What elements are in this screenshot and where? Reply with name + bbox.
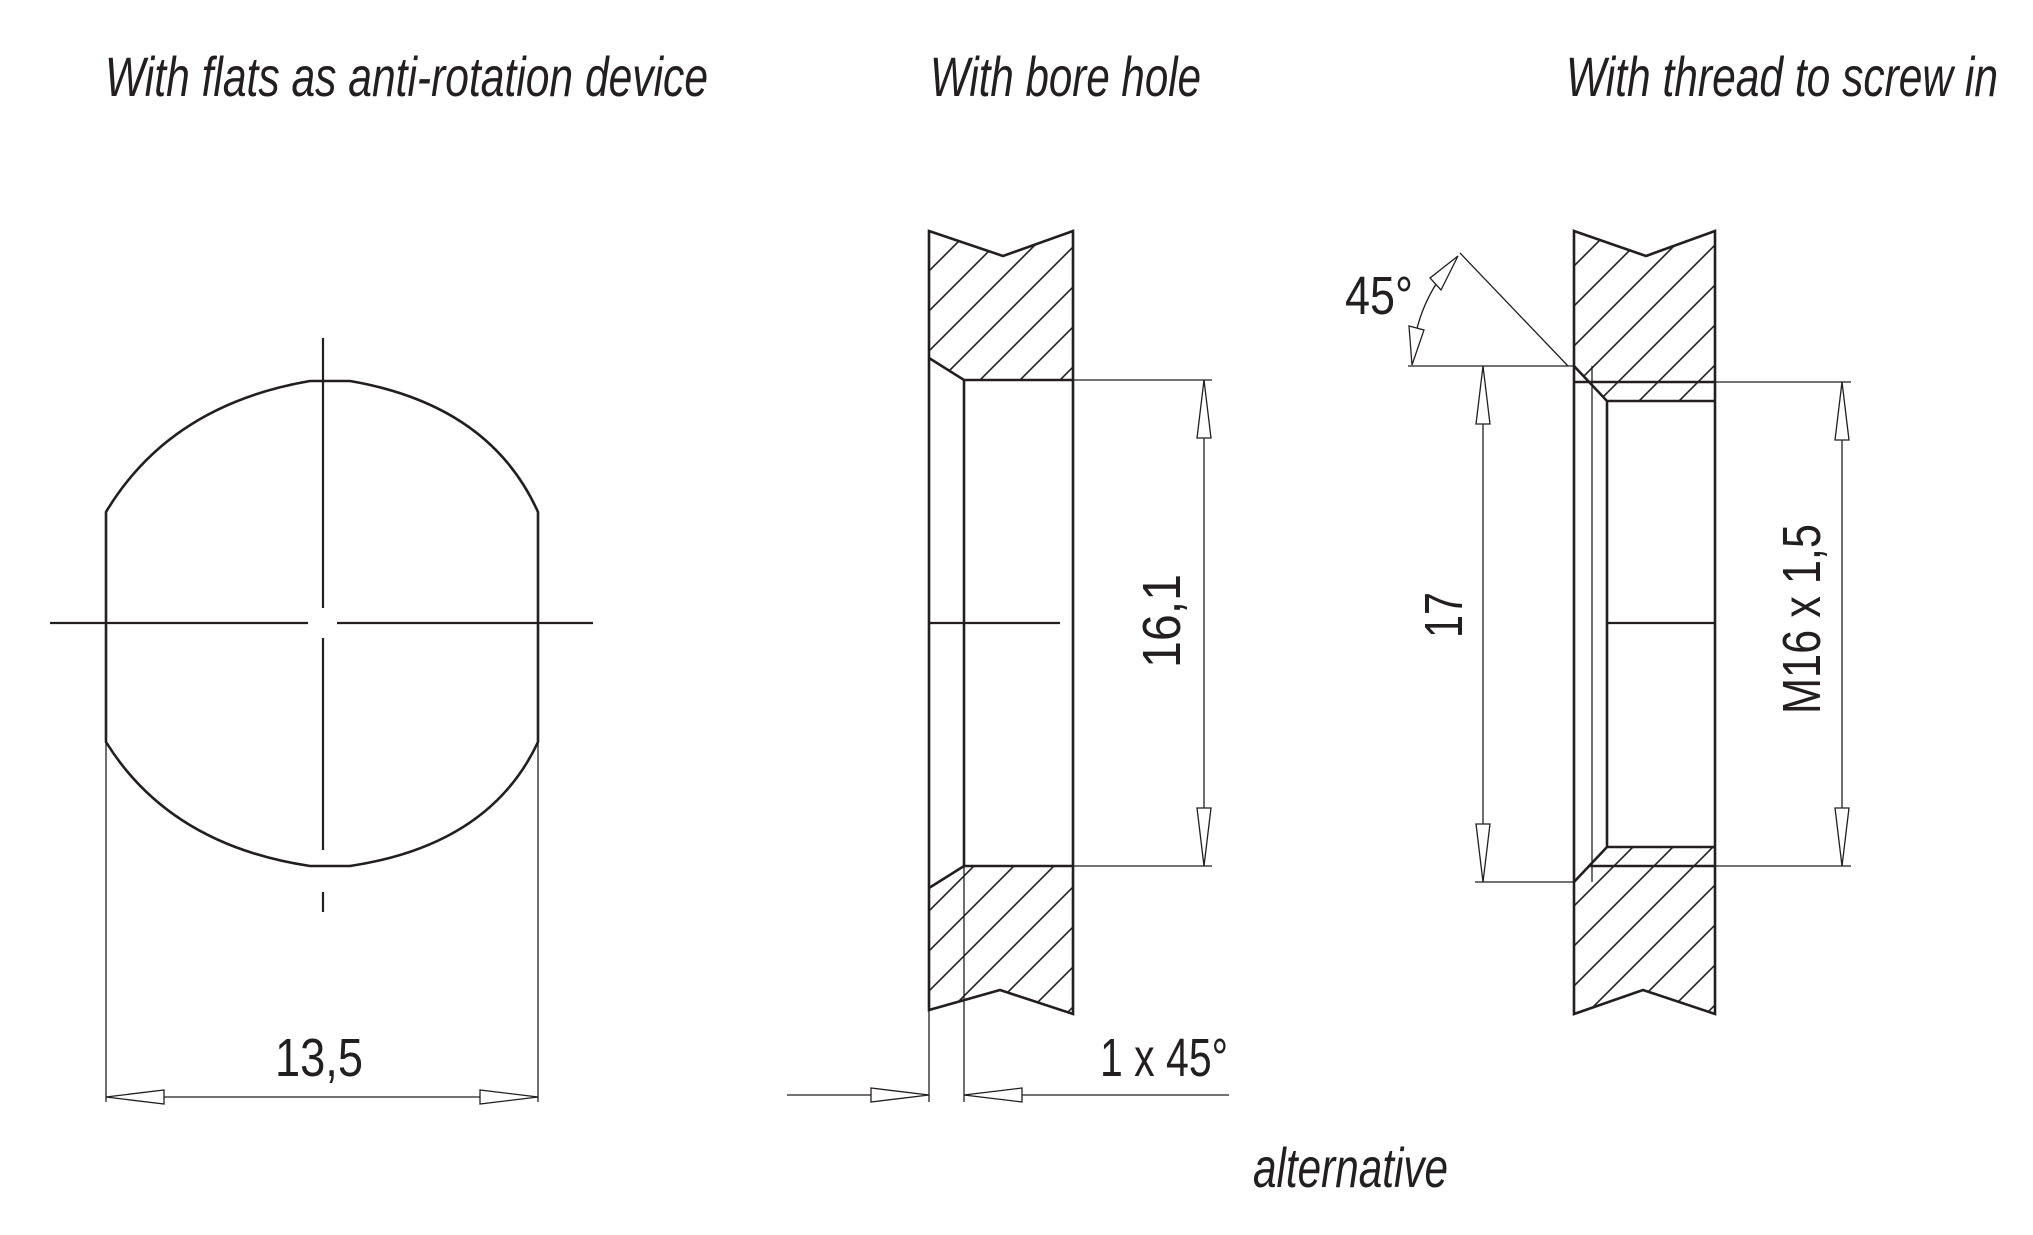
- thread-angle-arrow-bottom: [1408, 325, 1425, 366]
- thread-hatch-top: [1574, 231, 1715, 401]
- caption-thread: With thread to screw in: [1566, 45, 1998, 108]
- thread-angle-leg: [1459, 252, 1569, 367]
- thread-m16-arrow-bottom: [1834, 807, 1850, 867]
- flats-arrow-left: [105, 1089, 165, 1105]
- thread-size-label: M16 x 1,5: [1772, 524, 1832, 714]
- bore-arrow-bottom: [1196, 807, 1212, 867]
- thread-outer-diameter-label: 17: [1414, 592, 1474, 638]
- thread-view: 17 M16 x 1,5 45°: [1345, 229, 1851, 1016]
- bore-arrow-top: [1196, 379, 1212, 439]
- thread-m16-arrow-top: [1834, 381, 1850, 441]
- thread-hatch-bottom: [1574, 847, 1715, 1014]
- chamfer-arrow-left: [870, 1087, 930, 1103]
- thread-17-arrow-top: [1475, 365, 1491, 425]
- flats-outline: [104, 379, 540, 868]
- caption-flats: With flats as anti-rotation device: [105, 45, 708, 108]
- flats-arrow-right: [479, 1089, 539, 1105]
- thread-angle-label: 45°: [1345, 266, 1413, 326]
- chamfer-label: 1 x 45°: [1100, 1028, 1228, 1088]
- thread-angle-arrow-top: [1429, 255, 1459, 292]
- thread-17-arrow-bottom: [1475, 823, 1491, 883]
- caption-bore-hole: With bore hole: [930, 45, 1201, 108]
- thread-outline: [1572, 229, 1717, 1016]
- bore-view: 16,1 1 x 45°: [787, 229, 1229, 1103]
- bore-diameter-label: 16,1: [1132, 574, 1192, 668]
- flats-view: 13,5: [50, 338, 593, 1105]
- flats-width-label: 13,5: [275, 1028, 363, 1088]
- caption-alternative: alternative: [1253, 1136, 1448, 1199]
- chamfer-arrow-right: [963, 1087, 1023, 1103]
